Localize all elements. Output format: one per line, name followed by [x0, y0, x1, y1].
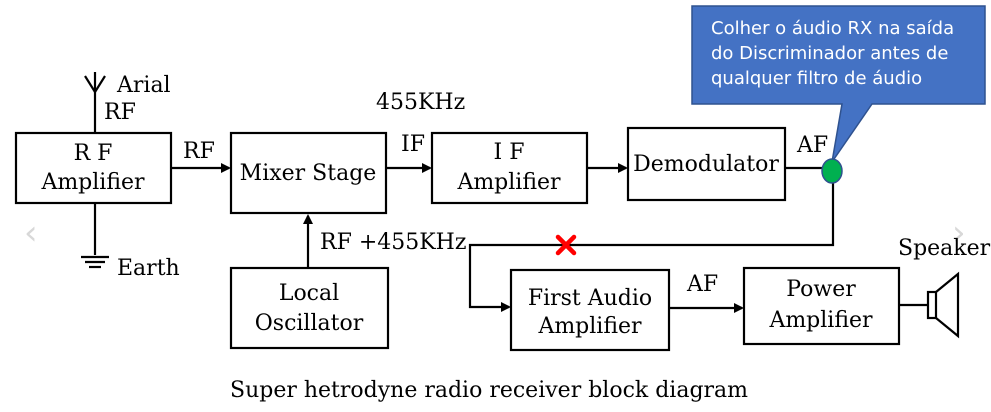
- mixer-stage-label: Mixer Stage: [240, 161, 377, 186]
- if-amplifier-label-1: I F: [494, 140, 525, 165]
- local-oscillator-label-2: Oscillator: [255, 311, 364, 336]
- frequency-455khz-label: 455KHz: [376, 90, 465, 115]
- mixer-stage-block: [229, 131, 388, 215]
- demodulator-block: [626, 126, 787, 202]
- local-oscillator-block: [229, 266, 390, 350]
- audio-tap-point-marker: [821, 158, 843, 184]
- demodulator-label: Demodulator: [633, 152, 779, 177]
- power-amplifier-block: [742, 266, 901, 346]
- diagram-caption: Super hetrodyne radio receiver block dia…: [230, 378, 748, 403]
- first-audio-amplifier-label-1: First Audio: [528, 286, 652, 311]
- if-amplifier-block: [430, 131, 589, 205]
- earth-label: Earth: [117, 256, 180, 281]
- first-audio-amplifier-block: [509, 268, 671, 352]
- cut-mark-icon: [555, 234, 577, 256]
- callout-line-1: Colher o áudio RX na saída: [711, 18, 954, 39]
- rf-antenna-label: RF: [104, 100, 136, 125]
- power-amplifier-label-2: Amplifier: [768, 308, 873, 333]
- if-amplifier-label-2: Amplifier: [456, 170, 561, 195]
- local-oscillator-label-1: Local: [279, 281, 339, 306]
- arial-label: Arial: [116, 73, 171, 98]
- callout-line-3: qualquer filtro de áudio: [711, 68, 922, 89]
- previous-slide-icon[interactable]: ‹: [24, 213, 38, 253]
- rf-link-label: RF: [183, 139, 215, 164]
- speaker-icon: [899, 271, 960, 339]
- if-link-label: IF: [401, 132, 425, 157]
- power-amplifier-label-1: Power: [786, 277, 856, 302]
- rf-amplifier-label-1: R F: [74, 141, 113, 166]
- next-slide-icon[interactable]: ›: [952, 213, 966, 253]
- af-demod-label: AF: [796, 133, 828, 158]
- first-audio-amplifier-label-2: Amplifier: [537, 314, 642, 339]
- antenna-icon: [84, 72, 106, 132]
- speaker-label: Speaker: [898, 236, 991, 261]
- callout-line-2: do Discriminador antes de: [711, 43, 948, 64]
- rf-amplifier-block: [14, 131, 173, 205]
- af-audio-label: AF: [686, 272, 718, 297]
- rf-amplifier-label-2: Amplifier: [40, 170, 145, 195]
- annotation-callout: [691, 5, 986, 163]
- rf-plus-455-label: RF +455KHz: [320, 230, 466, 255]
- earth-ground-icon: [81, 203, 109, 269]
